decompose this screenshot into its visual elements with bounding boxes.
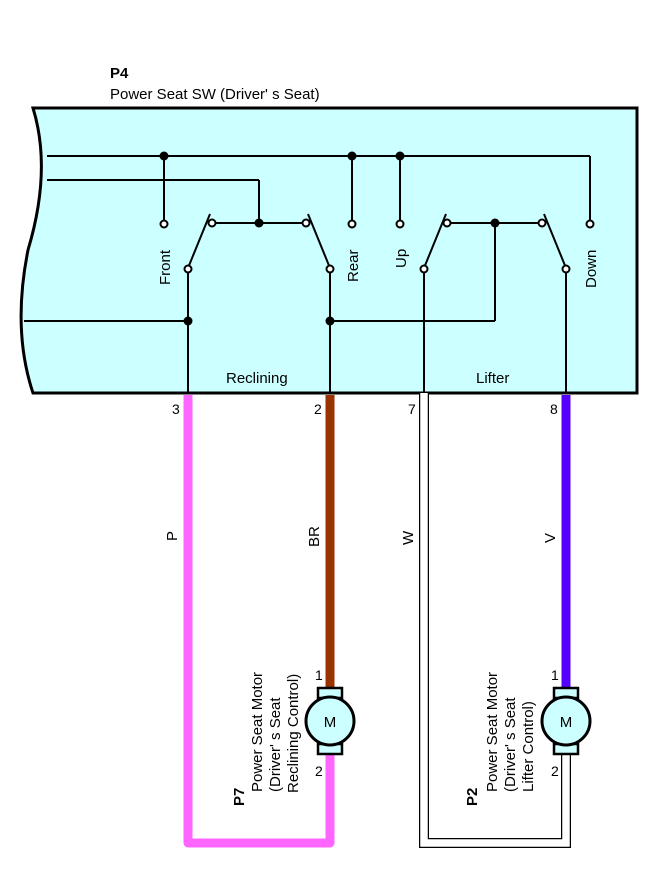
wire-code-v: V: [542, 533, 559, 543]
pin-8: 8: [550, 401, 558, 417]
motor-reclining-code: P7: [231, 788, 248, 806]
wire-code-br: BR: [306, 526, 323, 547]
motor-lifter-line3: Lifter Control): [520, 701, 537, 792]
label-down: Down: [583, 250, 600, 288]
motor-lifter: M: [540, 686, 592, 756]
wire-code-w: W: [400, 530, 417, 545]
motor-lifter-symbol: M: [560, 714, 573, 731]
motor-lifter-code: P2: [464, 788, 481, 806]
junction-dots: [159, 151, 500, 326]
motor-lifter-line2: (Driver' s Seat: [502, 697, 519, 792]
pin-2: 2: [314, 401, 322, 417]
pin-7: 7: [408, 401, 416, 417]
contact-terminals: [159, 218, 595, 274]
motor-reclining-line2: (Driver' s Seat: [267, 697, 284, 792]
label-rear: Rear: [345, 249, 362, 282]
pin-3: 3: [172, 401, 180, 417]
label-front: Front: [157, 249, 174, 285]
motor-reclining-line3: Reclining Control): [285, 674, 302, 793]
section-reclining: Reclining: [226, 370, 288, 387]
wire-p: [183, 395, 335, 848]
motor-reclining-line1: Power Seat Motor: [249, 672, 266, 792]
motor-reclining-pin-2: 2: [315, 763, 323, 779]
section-lifter: Lifter: [476, 370, 509, 387]
motor-reclining-pin-1: 1: [315, 667, 323, 683]
motor-lifter-pin-1: 1: [551, 667, 559, 683]
wire-w: [420, 393, 570, 847]
motor-reclining-symbol: M: [324, 714, 337, 731]
switch-code: P4: [110, 65, 129, 82]
motor-lifter-line1: Power Seat Motor: [484, 672, 501, 792]
switch-name: Power Seat SW (Driver' s Seat): [110, 86, 320, 103]
wire-code-p: P: [164, 531, 181, 541]
label-up: Up: [393, 249, 410, 268]
motor-reclining: M: [304, 686, 356, 756]
motor-lifter-pin-2: 2: [551, 763, 559, 779]
